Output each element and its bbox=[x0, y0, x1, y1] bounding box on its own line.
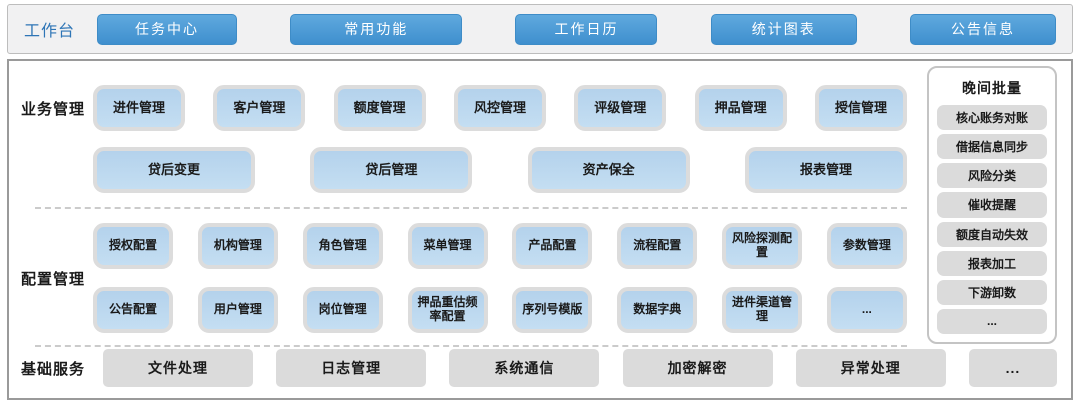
section-business-label: 业务管理 bbox=[21, 100, 86, 118]
module-box: 风险探测配置 bbox=[722, 223, 803, 269]
batch-item: 借据信息同步 bbox=[937, 134, 1047, 160]
basic-row: 文件处理日志管理系统通信加密解密异常处理... bbox=[103, 349, 1057, 387]
module-box: 序列号模版 bbox=[512, 287, 593, 333]
module-sections: 业务管理 进件管理客户管理额度管理风控管理评级管理押品管理授信管理 贷后变更贷后… bbox=[9, 61, 919, 347]
workbench-button: 任务中心 bbox=[97, 13, 238, 45]
service-box: 加密解密 bbox=[622, 349, 773, 387]
business-row-2: 贷后变更 贷后管理 资产保全 报表管理 bbox=[93, 147, 907, 193]
module-box: 机构管理 bbox=[197, 223, 278, 269]
module-box: 公告配置 bbox=[93, 287, 173, 333]
module-box: 岗位管理 bbox=[302, 287, 383, 333]
workbench-button: 公告信息 bbox=[909, 13, 1056, 45]
section-business: 业务管理 进件管理客户管理额度管理风控管理评级管理押品管理授信管理 贷后变更贷后… bbox=[9, 61, 919, 193]
module-box: 流程配置 bbox=[617, 223, 698, 269]
section-basic-label: 基础服务 bbox=[21, 360, 86, 378]
service-box: 系统通信 bbox=[449, 349, 600, 387]
section-config: 配置管理 授权配置机构管理角色管理菜单管理产品配置流程配置风险探测配置参数管理 … bbox=[9, 209, 919, 333]
module-box: 产品配置 bbox=[512, 223, 593, 269]
module-box: 角色管理 bbox=[302, 223, 383, 269]
service-box: ... bbox=[968, 349, 1057, 387]
service-box: 日志管理 bbox=[276, 349, 427, 387]
module-box: ... bbox=[826, 287, 907, 333]
evening-batch-panel: 晚间批量 核心账务对账借据信息同步风险分类催收提醒额度自动失效报表加工下游卸数.… bbox=[927, 66, 1057, 344]
module-box: 授信管理 bbox=[814, 85, 907, 131]
module-box: 押品管理 bbox=[694, 85, 787, 131]
workbench-label: 工作台 bbox=[24, 23, 76, 40]
module-box: 进件渠道管理 bbox=[722, 287, 803, 333]
workbench-button: 统计图表 bbox=[710, 13, 857, 45]
section-business-rows: 进件管理客户管理额度管理风控管理评级管理押品管理授信管理 贷后变更 贷后管理 资产保… bbox=[93, 85, 919, 193]
upper-area: 业务管理 进件管理客户管理额度管理风控管理评级管理押品管理授信管理 贷后变更贷后… bbox=[9, 61, 1071, 347]
evening-batch-title: 晚间批量 bbox=[962, 80, 1022, 96]
module-box: 参数管理 bbox=[826, 223, 907, 269]
service-box: 异常处理 bbox=[795, 349, 946, 387]
section-basic: 基础服务 文件处理日志管理系统通信加密解密异常处理... bbox=[9, 346, 1071, 398]
workbench-button-row: 任务中心 常用功能 工作日历 统计图表 公告信息 bbox=[97, 13, 1056, 45]
batch-item: 核心账务对账 bbox=[937, 105, 1047, 131]
module-box: 报表管理 bbox=[744, 147, 907, 193]
workbench-button: 工作日历 bbox=[515, 13, 658, 45]
module-box: 押品重估频率配置 bbox=[407, 287, 488, 333]
module-box: 风控管理 bbox=[453, 85, 546, 131]
section-divider bbox=[35, 207, 907, 209]
section-divider bbox=[35, 345, 907, 347]
config-row-1: 授权配置机构管理角色管理菜单管理产品配置流程配置风险探测配置参数管理 bbox=[93, 223, 907, 269]
batch-item: ... bbox=[937, 308, 1047, 334]
module-box: 贷后变更 bbox=[93, 147, 255, 193]
evening-batch-list: 核心账务对账借据信息同步风险分类催收提醒额度自动失效报表加工下游卸数... bbox=[937, 105, 1047, 334]
module-box: 授权配置 bbox=[93, 223, 173, 269]
module-box: 用户管理 bbox=[197, 287, 278, 333]
main-panel: 业务管理 进件管理客户管理额度管理风控管理评级管理押品管理授信管理 贷后变更贷后… bbox=[7, 59, 1073, 400]
business-row-1: 进件管理客户管理额度管理风控管理评级管理押品管理授信管理 bbox=[93, 85, 907, 131]
module-box: 资产保全 bbox=[527, 147, 690, 193]
module-box: 进件管理 bbox=[93, 85, 185, 131]
batch-item: 报表加工 bbox=[937, 250, 1047, 276]
module-box: 菜单管理 bbox=[407, 223, 488, 269]
module-box: 额度管理 bbox=[333, 85, 426, 131]
workbench-bar: 工作台 任务中心 常用功能 工作日历 统计图表 公告信息 bbox=[7, 4, 1073, 54]
section-config-label: 配置管理 bbox=[21, 270, 86, 288]
batch-item: 风险分类 bbox=[937, 163, 1047, 189]
section-config-rows: 授权配置机构管理角色管理菜单管理产品配置流程配置风险探测配置参数管理 公告配置用… bbox=[93, 223, 919, 333]
module-box: 数据字典 bbox=[617, 287, 698, 333]
batch-item: 额度自动失效 bbox=[937, 221, 1047, 247]
module-box: 客户管理 bbox=[213, 85, 306, 131]
batch-item: 下游卸数 bbox=[937, 279, 1047, 305]
workbench-button: 常用功能 bbox=[290, 13, 463, 45]
module-box: 评级管理 bbox=[574, 85, 667, 131]
batch-item: 催收提醒 bbox=[937, 192, 1047, 218]
config-row-2: 公告配置用户管理岗位管理押品重估频率配置序列号模版数据字典进件渠道管理... bbox=[93, 287, 907, 333]
service-box: 文件处理 bbox=[103, 349, 253, 387]
module-box: 贷后管理 bbox=[310, 147, 473, 193]
